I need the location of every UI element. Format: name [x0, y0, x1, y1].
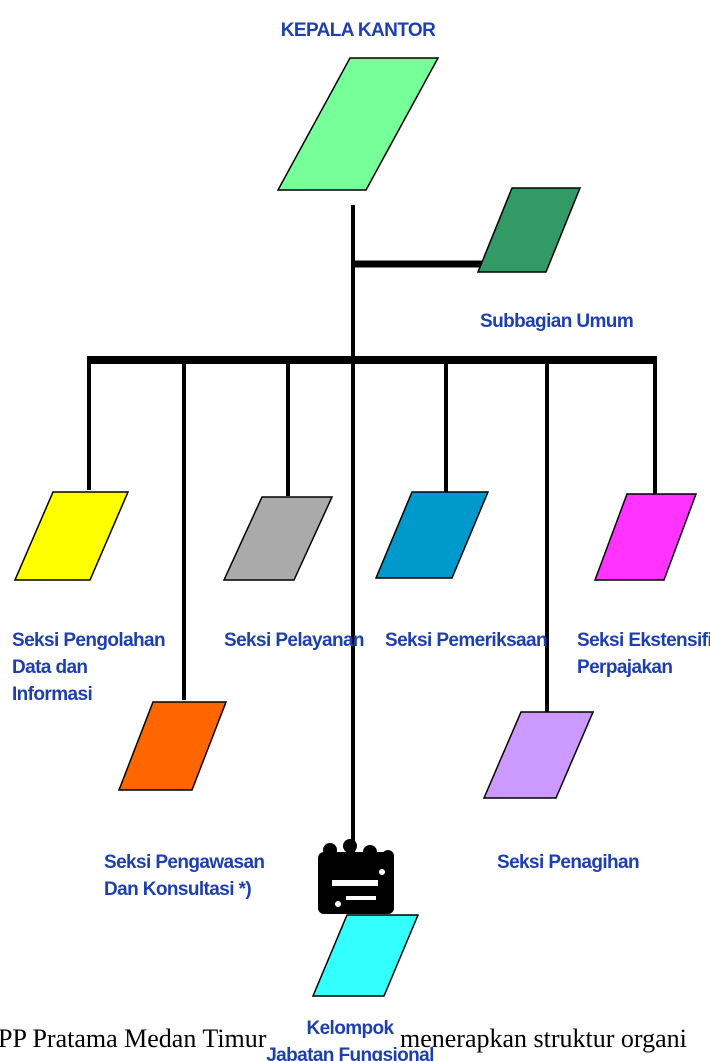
label-line: Data dan — [12, 657, 87, 678]
pemeriksaan-label: Seksi Pemeriksaan — [385, 630, 547, 651]
label-line: Seksi Pengawasan — [104, 852, 264, 873]
caption-right: menerapkan struktur organi — [400, 1024, 687, 1053]
node-boxes — [13, 57, 698, 997]
caption-left: PP Pratama Medan Timur — [0, 1024, 267, 1053]
head-label: KEPALA KANTOR — [281, 20, 436, 41]
pemeriksaan-box — [374, 491, 490, 579]
node-labels: KEPALA KANTOR Subbagian Umum Seksi Pengo… — [12, 20, 710, 1061]
label-line: Subbagian Umum — [480, 311, 633, 332]
ekstensifikasi-label: Seksi EkstensifikasiPerpajakan — [577, 630, 710, 678]
caption-text: PP Pratama Medan Timur menerapkan strukt… — [0, 1020, 710, 1061]
ekstensifikasi-box — [593, 493, 698, 581]
label-line: Seksi Pengolahan — [12, 630, 165, 651]
label-line: Kelompok — [306, 1018, 394, 1039]
label-line: Seksi Pelayanan — [224, 630, 364, 651]
label-line: KEPALA KANTOR — [281, 20, 436, 41]
penagihan-box — [482, 711, 595, 799]
head-box — [276, 57, 440, 191]
label-line: Jabatan Fungsional — [266, 1045, 434, 1061]
pelayanan-box — [222, 496, 334, 581]
pengawasan-box — [117, 701, 228, 791]
pengolahan-box — [13, 491, 130, 581]
subbagian-label: Subbagian Umum — [480, 311, 633, 332]
pelayanan-label: Seksi Pelayanan — [224, 630, 364, 651]
label-line: Dan Konsultasi *) — [104, 879, 251, 900]
label-line: Perpajakan — [577, 657, 672, 678]
label-line: Seksi Ekstensifikasi — [577, 630, 710, 651]
label-line: Informasi — [12, 684, 92, 705]
connector-lines — [87, 205, 657, 865]
label-line: Seksi Pemeriksaan — [385, 630, 547, 651]
fungsional-box — [311, 914, 420, 997]
penagihan-label: Seksi Penagihan — [497, 852, 639, 873]
people-group-icon — [318, 839, 394, 914]
subbagian-box — [476, 187, 582, 273]
label-line: Seksi Penagihan — [497, 852, 639, 873]
